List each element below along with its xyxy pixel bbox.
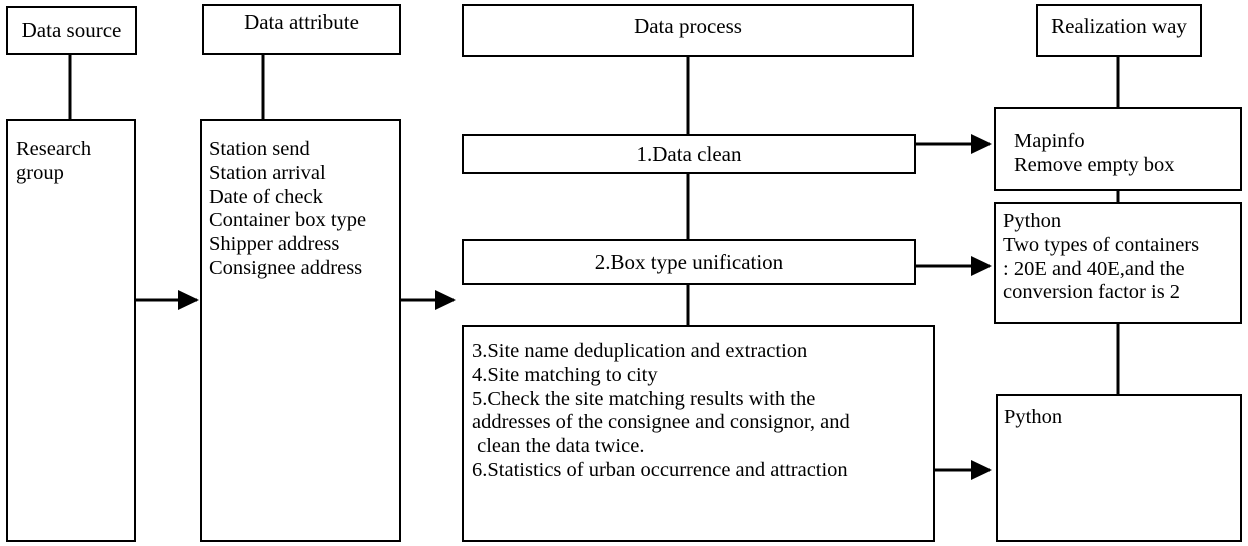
- realization-box-1: Mapinfo Remove empty box: [994, 107, 1242, 191]
- attribute-line-consignee-address: Consignee address: [209, 256, 363, 279]
- attribute-line-date-of-check: Date of check: [209, 185, 323, 208]
- header-realization-way: Realization way: [1036, 4, 1202, 57]
- source-line-2: group: [16, 161, 64, 184]
- header-data-source: Data source: [6, 6, 137, 55]
- arrowhead-attribute: [178, 290, 199, 310]
- header-data-attribute-label: Data attribute: [244, 10, 359, 34]
- realization-2-line-4: conversion factor is 2: [1003, 281, 1181, 304]
- realization-2-line-1: Python: [1003, 210, 1062, 232]
- arrowhead-process: [435, 290, 456, 310]
- process-steps-3-6: 3.Site name deduplication and extraction…: [462, 325, 935, 542]
- arrowhead-real2: [971, 256, 992, 276]
- realization-2-line-3: : 20E and 40E,and the: [1003, 257, 1185, 280]
- realization-2-line-2: Two types of containers: [1003, 233, 1200, 256]
- header-realization-way-label: Realization way: [1051, 14, 1187, 38]
- realization-3-line-1: Python: [1004, 406, 1063, 428]
- arrowhead-real1: [971, 134, 992, 154]
- attribute-box: Station send Station arrival Date of che…: [200, 119, 401, 542]
- process-step-5-line-1: 5.Check the site matching results with t…: [472, 387, 816, 410]
- realization-1-line-1: Mapinfo: [1014, 130, 1085, 152]
- attribute-line-shipper-address: Shipper address: [209, 233, 340, 256]
- process-step-3-line: 3.Site name deduplication and extraction: [472, 340, 808, 362]
- realization-1-line-2: Remove empty box: [1014, 153, 1175, 176]
- realization-box-2: Python Two types of containers : 20E and…: [994, 202, 1242, 324]
- process-step-6-line: 6.Statistics of urban occurrence and att…: [472, 458, 848, 481]
- attribute-line-container-box-type: Container box type: [209, 209, 367, 232]
- process-step-2: 2.Box type unification: [462, 239, 916, 285]
- header-data-process: Data process: [462, 4, 914, 57]
- process-step-2-label: 2.Box type unification: [594, 249, 784, 274]
- process-step-1: 1.Data clean: [462, 134, 916, 174]
- source-box: Research group: [6, 119, 136, 542]
- attribute-line-station-send: Station send: [209, 138, 310, 160]
- process-step-5-line-2: addresses of the consignee and consignor…: [472, 411, 850, 434]
- attribute-line-station-arrival: Station arrival: [209, 161, 326, 184]
- process-step-5-line-3: clean the data twice.: [472, 435, 645, 458]
- header-data-attribute: Data attribute: [202, 4, 401, 55]
- arrowhead-real3: [971, 460, 992, 480]
- header-data-source-label: Data source: [21, 18, 122, 42]
- source-line-1: Research: [16, 138, 92, 160]
- realization-box-3: Python: [996, 394, 1242, 542]
- process-step-1-label: 1.Data clean: [636, 141, 742, 166]
- header-data-process-label: Data process: [634, 14, 742, 38]
- process-step-4-line: 4.Site matching to city: [472, 363, 658, 386]
